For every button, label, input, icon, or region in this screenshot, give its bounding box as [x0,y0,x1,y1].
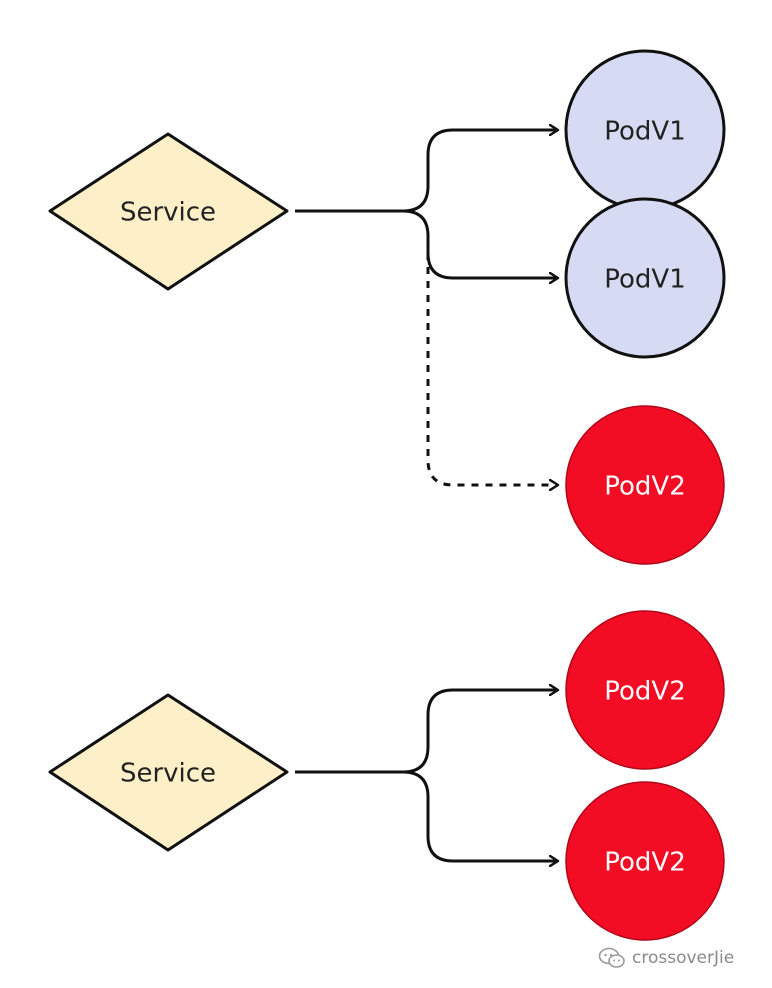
service-label-bottom: Service [120,759,216,789]
pod-circle-bottom-2 [565,781,725,941]
watermark: crossoverJie [598,944,734,972]
pod-label-top-2: PodV1 [604,265,686,295]
connector-service-to-podv2-a [295,690,558,774]
service-diamond-bottom [48,693,289,852]
connector-service-to-podv2-dashed [426,253,558,485]
pod-circle-top-3 [565,405,725,565]
pod-circle-top-2 [564,197,726,359]
watermark-text: crossoverJie [632,948,735,968]
connector-service-to-podv2-b [402,770,558,861]
pod-label-top-1: PodV1 [604,117,686,147]
pod-label-bottom-1: PodV2 [604,677,686,707]
pod-circle-bottom-1 [565,610,725,770]
connector-service-to-podv1-b [402,209,558,278]
wechat-icon [598,947,625,968]
pod-label-bottom-2: PodV2 [604,848,686,878]
pod-label-top-3: PodV2 [604,472,686,502]
connector-service-to-podv1-a [295,130,558,213]
service-diamond-top [48,132,289,291]
service-label-top: Service [120,198,216,228]
